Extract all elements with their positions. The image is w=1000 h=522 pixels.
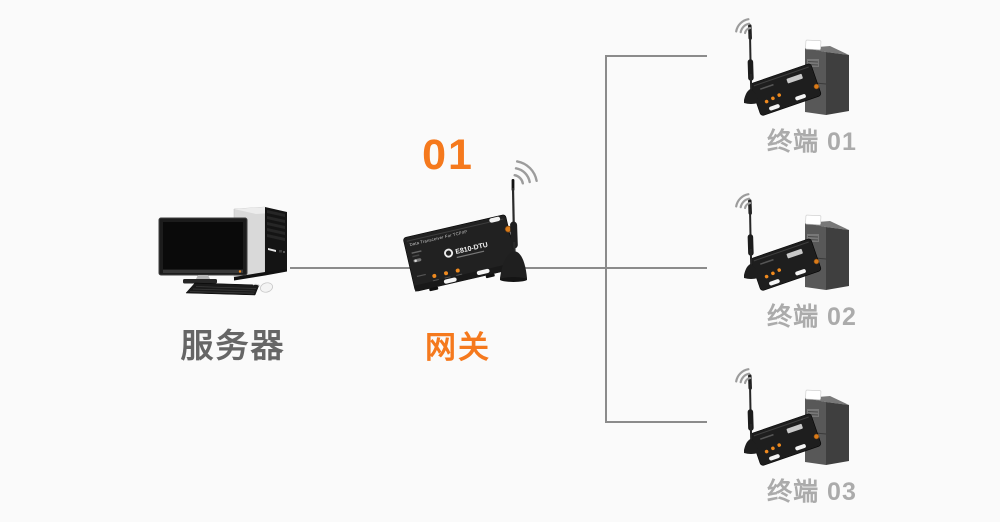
whip-antenna-icon (500, 179, 527, 282)
server-computer-illustration (158, 206, 287, 296)
server-label: 服务器 (180, 327, 286, 364)
terminal-device-illustration (722, 193, 902, 293)
terminal-device-illustration (722, 18, 902, 118)
led-indicator (432, 273, 437, 278)
wireless-signal-icon (513, 160, 538, 185)
gateway-index-label: 01 (422, 131, 474, 179)
led-indicator (455, 268, 460, 273)
monitor (158, 217, 248, 284)
terminal-label-1: 终端 01 (767, 128, 857, 156)
monitor-power-led (238, 270, 242, 273)
gateway-dtu-device: Data Transceiver For TCP/IP E810-DTU (403, 214, 518, 292)
terminal-label-3: 终端 03 (767, 478, 857, 506)
gateway-label: 网关 (425, 330, 491, 365)
terminal-label-2: 终端 02 (767, 303, 857, 331)
terminal-node-2: 终端 02 (722, 193, 902, 343)
gateway-device-illustration: Data Transceiver For TCP/IP E810-DTU (403, 160, 538, 292)
mouse (252, 282, 274, 293)
terminal-node-1: 终端 01 (722, 18, 902, 168)
keyboard (185, 282, 260, 296)
terminal-node-3: 终端 03 (722, 368, 902, 518)
terminal-device-illustration (722, 368, 902, 468)
led-indicator (444, 271, 449, 276)
